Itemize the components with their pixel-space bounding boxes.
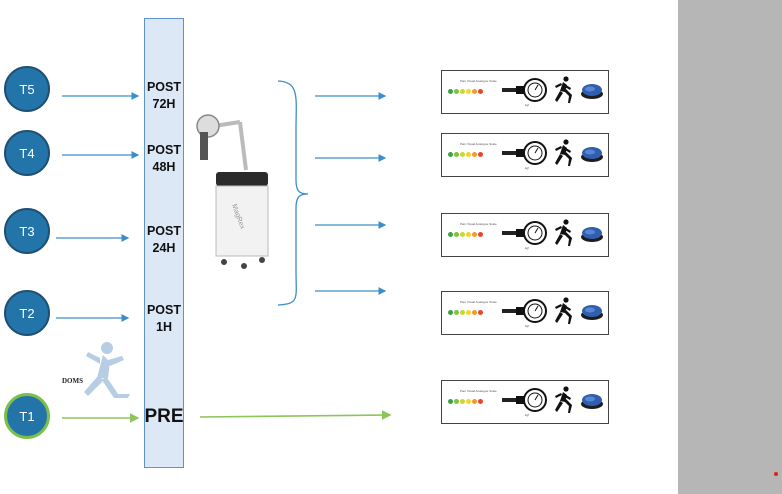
mri-device-icon: MagRex (196, 114, 269, 269)
stage-label-pre: PRE (144, 406, 184, 428)
doms-label: DOMS (62, 377, 83, 385)
algometer-unit: kgf (525, 413, 529, 417)
algometer-icon: kgf (502, 299, 547, 328)
pain-scale-title: Pain Visual Analogue Scale (460, 142, 497, 146)
timepoint-t3: T3 (4, 208, 50, 254)
pain-scale-title: Pain Visual Analogue Scale (460, 300, 497, 304)
stage-line: 1H (156, 320, 172, 334)
pain-scale-dot (472, 232, 477, 237)
pain-scale-title: Pain Visual Analogue Scale (460, 222, 497, 226)
stage-line: 48H (152, 160, 176, 174)
pain-scale-dot (454, 152, 459, 157)
pain-scale-dot (478, 152, 483, 157)
pain-scale-dot (454, 89, 459, 94)
pain-scale-dot (478, 310, 483, 315)
timepoint-t4: T4 (4, 130, 50, 176)
stage-label-post-48h: POST 48H (144, 142, 184, 176)
pain-scale-dot (460, 310, 465, 315)
pain-scale-icon: Pain Visual Analogue Scale (448, 142, 497, 164)
assessment-card: Pain Visual Analogue Scale kgf (441, 70, 609, 114)
curly-bracket (277, 80, 309, 306)
pain-scale-dots (448, 232, 483, 237)
pain-scale-icon: Pain Visual Analogue Scale (448, 300, 497, 322)
pain-scale-dot (466, 399, 471, 404)
timeline-box (144, 18, 184, 468)
pain-scale-dot (454, 232, 459, 237)
stage-line: POST (146, 303, 182, 317)
pain-scale-dot (472, 152, 477, 157)
stage-line: 24H (152, 241, 176, 255)
pain-scale-dot (454, 399, 459, 404)
pain-scale-dot (448, 399, 453, 404)
assessment-card: Pain Visual Analogue Scale kgf (441, 291, 609, 335)
runner-icon (555, 76, 572, 103)
foam-pad-icon (581, 147, 603, 162)
pain-scale-dot (466, 310, 471, 315)
person-running-icon (84, 342, 130, 398)
assessment-card: Pain Visual Analogue Scale kgf (441, 380, 609, 424)
stage-label-post-72h: POST 72H (144, 79, 184, 113)
runner-icon (555, 386, 572, 413)
algometer-icon: kgf (502, 388, 547, 417)
pain-scale-dots (448, 152, 483, 157)
pain-scale-dot (448, 232, 453, 237)
gray-side-panel (678, 0, 782, 494)
algometer-unit: kgf (525, 166, 529, 170)
pain-scale-dot (460, 399, 465, 404)
stage-line: POST (146, 143, 182, 157)
timepoint-t5: T5 (4, 66, 50, 112)
pain-scale-dot (472, 310, 477, 315)
pain-scale-dot (478, 399, 483, 404)
pain-scale-icon: Pain Visual Analogue Scale (448, 389, 497, 411)
algometer-unit: kgf (525, 103, 529, 107)
runner-icon (555, 297, 572, 324)
stage-line: POST (146, 224, 182, 238)
foam-pad-icon (581, 227, 603, 242)
pain-scale-dot (466, 232, 471, 237)
pain-scale-dots (448, 310, 483, 315)
algometer-unit: kgf (525, 324, 529, 328)
pain-scale-dot (448, 152, 453, 157)
pain-scale-dots (448, 399, 483, 404)
stage-line: 72H (152, 97, 176, 111)
runner-icon (555, 219, 572, 246)
stage-label-post-1h: POST 1H (144, 302, 184, 336)
pain-scale-icon: Pain Visual Analogue Scale (448, 79, 497, 101)
pain-scale-dot (448, 89, 453, 94)
stage-line: POST (146, 80, 182, 94)
pain-scale-dots (448, 89, 483, 94)
pain-scale-title: Pain Visual Analogue Scale (460, 389, 497, 393)
pain-scale-dot (478, 232, 483, 237)
pain-scale-dot (448, 310, 453, 315)
foam-pad-icon (581, 394, 603, 409)
pain-scale-dot (466, 89, 471, 94)
pain-scale-dot (472, 399, 477, 404)
assessment-card: Pain Visual Analogue Scale kgf (441, 213, 609, 257)
assessment-card: Pain Visual Analogue Scale kgf (441, 133, 609, 177)
algometer-unit: kgf (525, 246, 529, 250)
arrow-card-pre (199, 410, 392, 420)
algometer-icon: kgf (502, 141, 547, 170)
algometer-icon: kgf (502, 221, 547, 250)
stage-line: PRE (144, 406, 184, 427)
pain-scale-dot (460, 89, 465, 94)
pain-scale-dot (454, 310, 459, 315)
foam-pad-icon (581, 84, 603, 99)
foam-pad-icon (581, 305, 603, 320)
pain-scale-dot (478, 89, 483, 94)
pain-scale-dot (460, 232, 465, 237)
red-marker-dot (774, 472, 778, 476)
pain-scale-title: Pain Visual Analogue Scale (460, 79, 497, 83)
pain-scale-dot (466, 152, 471, 157)
timepoint-t2: T2 (4, 290, 50, 336)
stage-label-post-24h: POST 24H (144, 223, 184, 257)
pain-scale-icon: Pain Visual Analogue Scale (448, 222, 497, 244)
pain-scale-dot (472, 89, 477, 94)
timepoint-t1: T1 (4, 393, 50, 439)
pain-scale-dot (460, 152, 465, 157)
algometer-icon: kgf (502, 78, 547, 107)
runner-icon (555, 139, 572, 166)
